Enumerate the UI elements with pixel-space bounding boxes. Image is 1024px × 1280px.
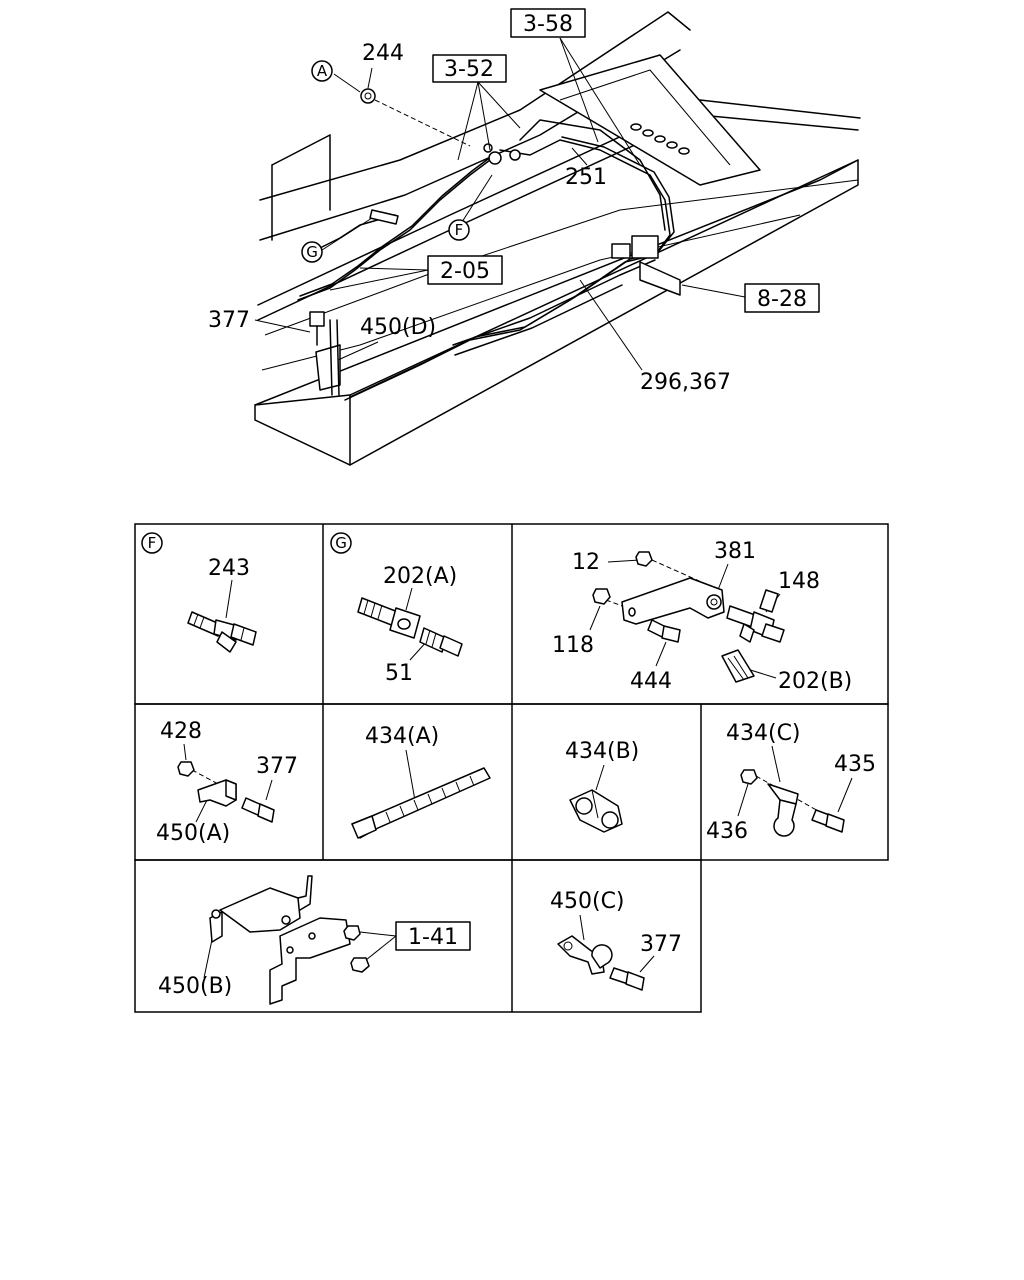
detail-cell-bracket: 12 381 148 118 444 202(B): [552, 539, 852, 694]
circle-g-marker: [301, 241, 323, 263]
detail-cell-434c: 434(C) 435 436: [706, 721, 876, 844]
ref-box-3-52: [432, 54, 507, 83]
circle-f-marker: [448, 219, 470, 241]
detail-grid: [134, 523, 889, 1013]
chassis-frame: [254, 11, 861, 466]
ref-box-2-05: [427, 255, 503, 285]
circle-a-marker: [311, 60, 333, 82]
ref-box-8-28: [744, 283, 820, 313]
label-434a: 434(A): [365, 724, 439, 749]
circle-f-letter: F: [455, 221, 464, 239]
bracket-381: [621, 577, 725, 625]
circle-g-letter: G: [306, 243, 318, 261]
overview-fittings: [309, 88, 681, 396]
label-436: 436: [706, 819, 748, 844]
bolt-377-c: [609, 967, 645, 991]
overview-labels: 3-58 3-52 2-05 8-28 244 251 377 450(D) 2…: [208, 8, 820, 395]
fitting-148: [726, 589, 785, 643]
cell-g-letter: G: [335, 534, 347, 552]
detail-cell-434b: 434(B): [565, 739, 639, 833]
overview-leaders: [254, 37, 746, 371]
bolt-377-a: [241, 797, 275, 823]
ref-8-28: 8-28: [757, 287, 807, 312]
detail-cell-g: G 202(A) 51: [330, 532, 463, 686]
label-450a: 450(A): [156, 821, 230, 846]
nut-12: [635, 551, 653, 567]
ref-3-52: 3-52: [444, 57, 494, 82]
nut-118: [592, 588, 611, 605]
label-444: 444: [630, 669, 672, 694]
detail-cell-434a: 434(A): [351, 724, 491, 839]
circle-a-letter: A: [317, 62, 328, 80]
cable-tie-434a: [351, 767, 491, 839]
ref-1-41: 1-41: [408, 925, 458, 950]
label-377: 377: [208, 308, 250, 333]
label-377-c: 377: [640, 932, 682, 957]
detail-cell-450b: 450(B) 1-41: [158, 875, 471, 1005]
label-450b: 450(B): [158, 974, 232, 999]
label-450c: 450(C): [550, 889, 625, 914]
label-428: 428: [160, 719, 202, 744]
cell-f-letter: F: [148, 534, 157, 552]
label-243: 243: [208, 556, 250, 581]
detail-cell-f: F 243: [141, 532, 257, 653]
label-118: 118: [552, 633, 594, 658]
ref-3-58: 3-58: [523, 12, 573, 37]
label-148: 148: [778, 569, 820, 594]
cell-g-marker: [330, 532, 352, 554]
detail-cell-450a: 428 377 450(A): [156, 719, 298, 846]
nut-1-41-b: [350, 957, 370, 973]
clamp-450c: [557, 935, 613, 975]
clamp-434c: [767, 783, 799, 837]
valve-bracket-450b: [209, 875, 351, 1005]
label-296-367: 296,367: [640, 370, 731, 395]
label-434b: 434(B): [565, 739, 639, 764]
fitting-51: [419, 627, 463, 657]
label-377-a: 377: [256, 754, 298, 779]
label-381: 381: [714, 539, 756, 564]
clip-434b: [569, 789, 623, 833]
ref-2-05: 2-05: [440, 259, 490, 284]
label-450d: 450(D): [360, 315, 436, 340]
connector-202a: [357, 597, 421, 639]
sleeve-202b: [721, 649, 755, 683]
nut-1-41-a: [343, 925, 361, 941]
tee-fitting-243: [187, 611, 257, 653]
detail-cell-450c: 450(C) 377: [550, 889, 682, 991]
bolt-435: [811, 809, 845, 833]
label-435: 435: [834, 752, 876, 777]
brake-pipes: [297, 119, 675, 401]
nut-436: [740, 769, 758, 785]
label-202a: 202(A): [383, 564, 457, 589]
label-244: 244: [362, 41, 404, 66]
label-51: 51: [385, 661, 413, 686]
nut-428: [177, 761, 195, 777]
label-251: 251: [565, 165, 607, 190]
ref-box-3-58: [510, 8, 586, 38]
cell-f-marker: [141, 532, 163, 554]
bolt-444: [647, 619, 681, 643]
label-12: 12: [572, 550, 600, 575]
label-202b: 202(B): [778, 669, 852, 694]
label-434c: 434(C): [726, 721, 801, 746]
bracket-450a: [197, 779, 237, 807]
